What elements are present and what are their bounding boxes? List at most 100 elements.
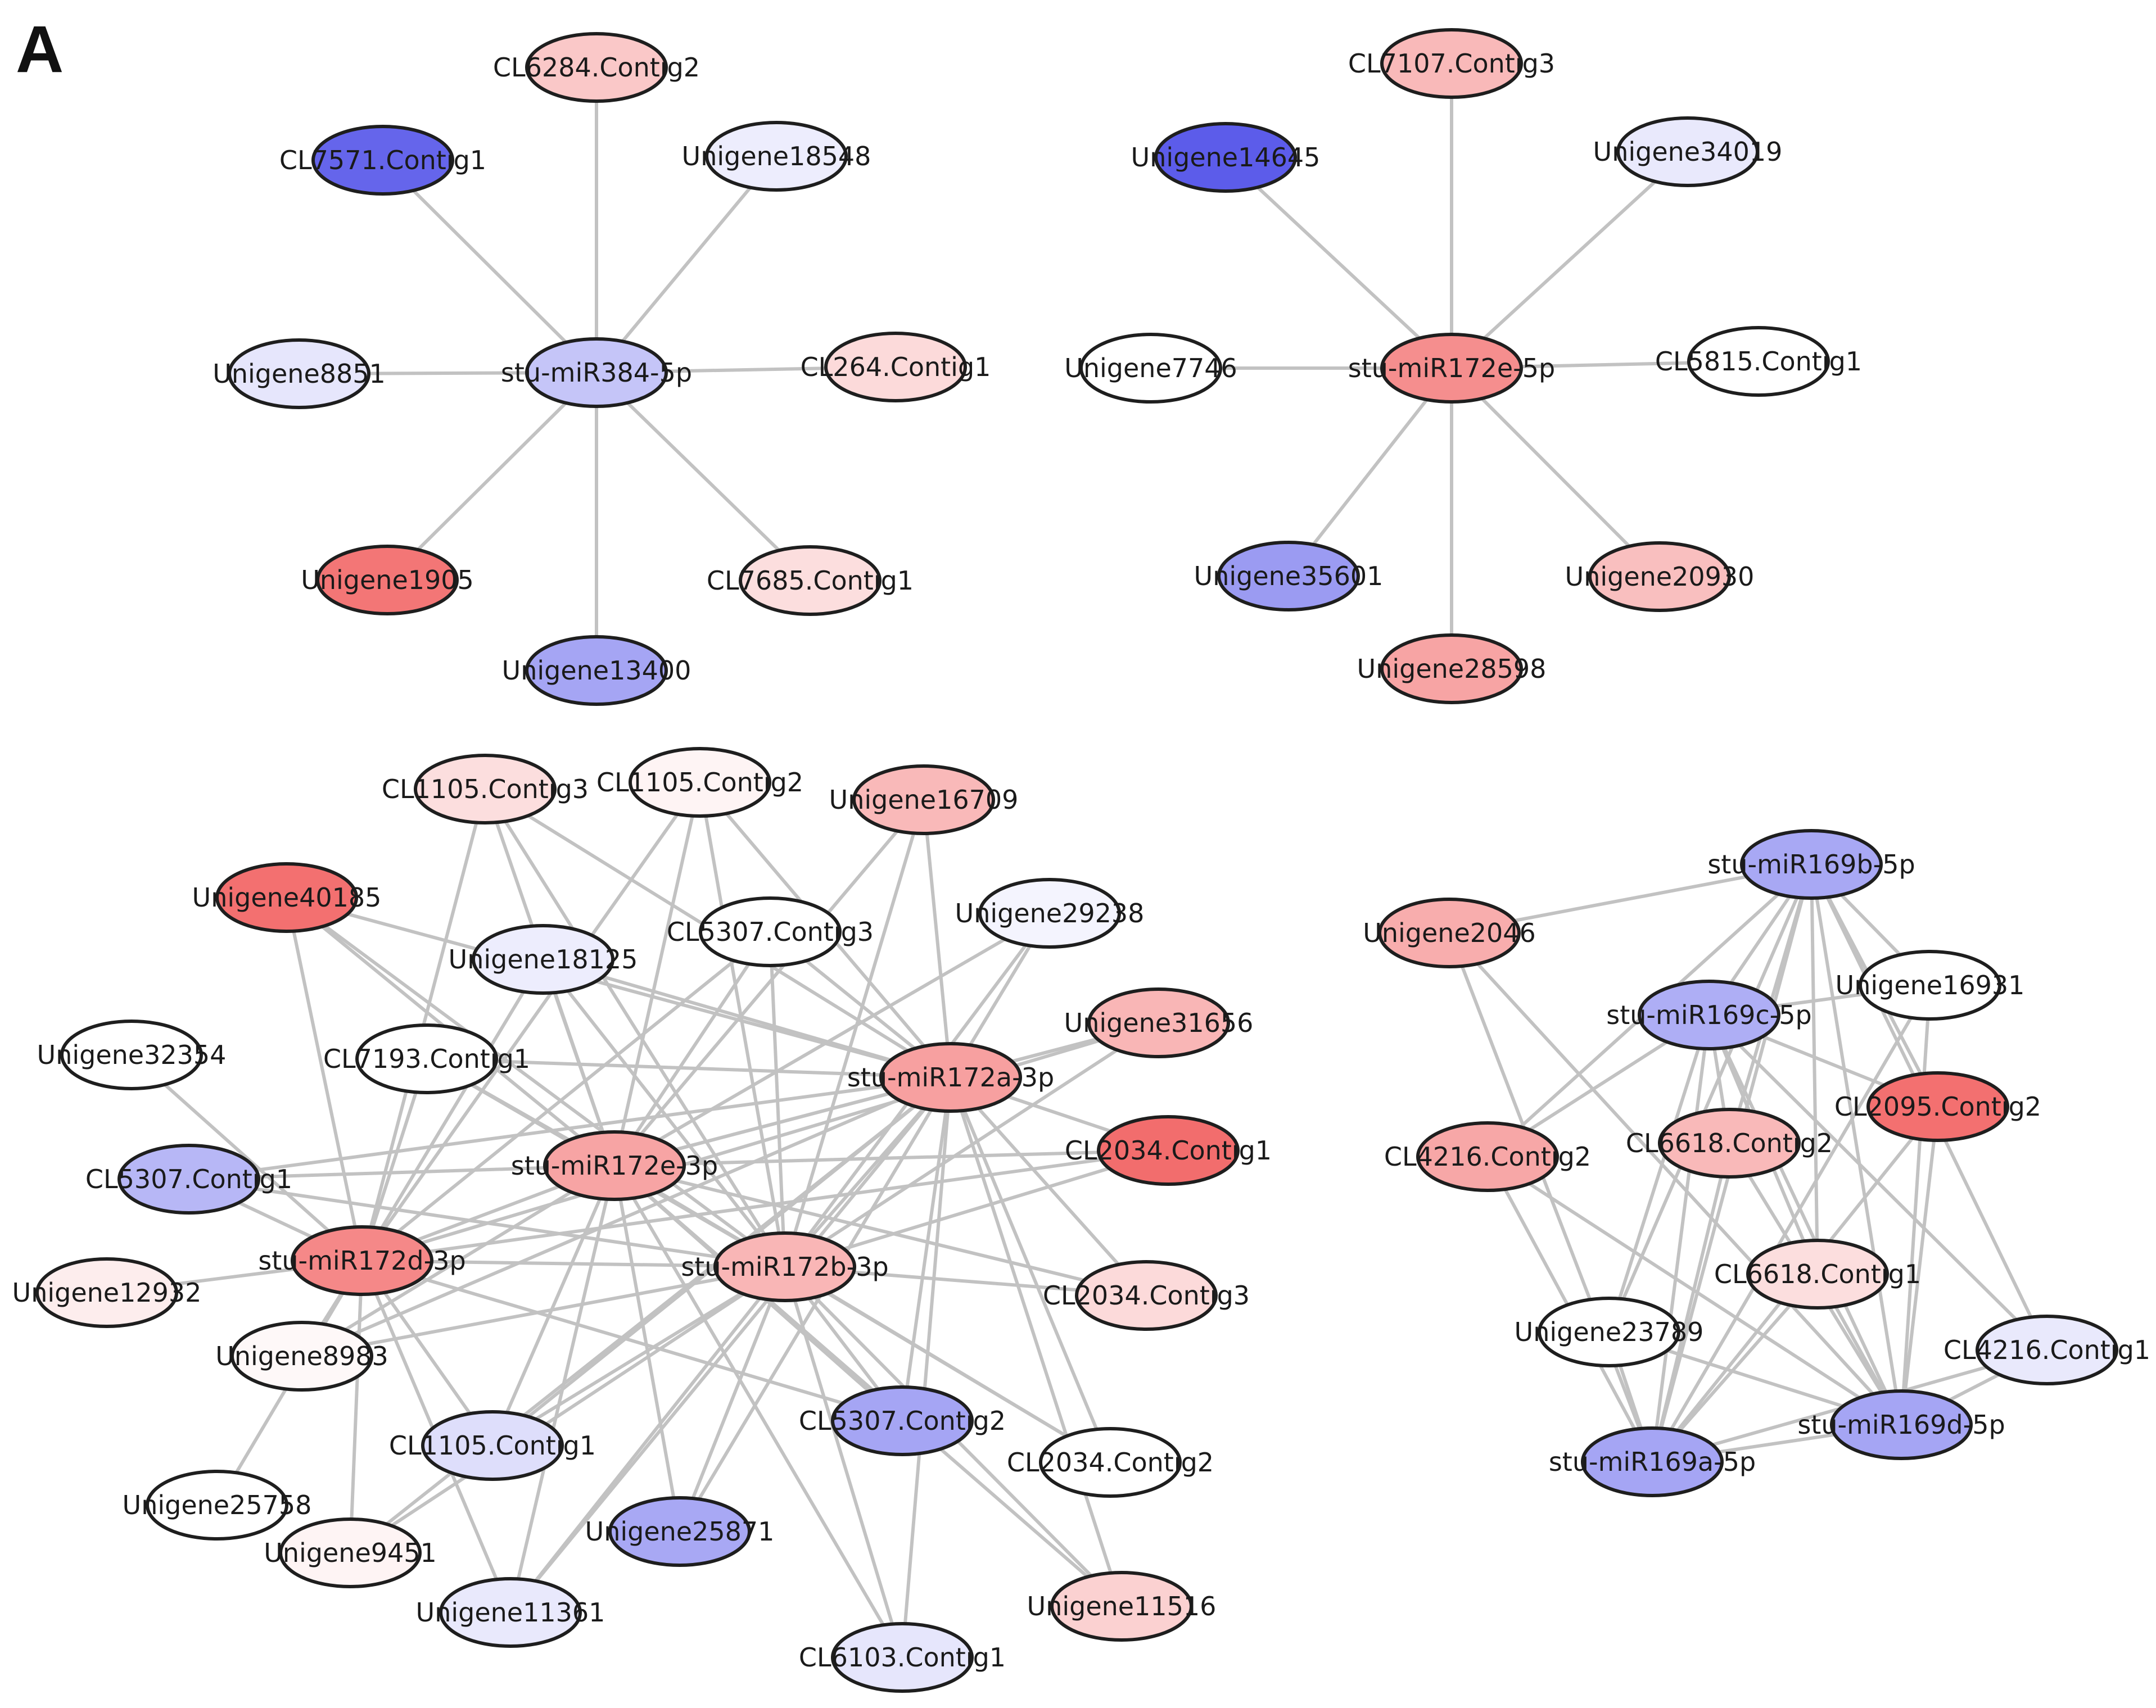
node-cl6618-contig2[interactable]: CL6618.Contig2 bbox=[1626, 1108, 1833, 1179]
node-ellipse[interactable] bbox=[316, 545, 459, 615]
node-ellipse[interactable] bbox=[1378, 898, 1521, 968]
node-ellipse[interactable] bbox=[1097, 1115, 1240, 1186]
node-stu-mir169b-5p[interactable]: stu-miR169b-5p bbox=[1707, 829, 1915, 900]
node-unigene35601[interactable]: Unigene35601 bbox=[1194, 541, 1384, 611]
node-unigene29238[interactable]: Unigene29238 bbox=[955, 878, 1145, 949]
node-stu-mir172d-3p[interactable]: stu-miR172d-3p bbox=[258, 1225, 466, 1296]
node-ellipse[interactable] bbox=[414, 754, 557, 824]
node-cl6618-contig1[interactable]: CL6618.Contig1 bbox=[1714, 1239, 1921, 1310]
node-unigene18125[interactable]: Unigene18125 bbox=[449, 924, 638, 995]
node-ellipse[interactable] bbox=[879, 1042, 1022, 1113]
node-ellipse[interactable] bbox=[852, 764, 995, 835]
node-unigene7746[interactable]: Unigene7746 bbox=[1064, 333, 1237, 404]
node-ellipse[interactable] bbox=[978, 878, 1121, 949]
node-unigene25758[interactable]: Unigene25758 bbox=[123, 1470, 312, 1541]
node-unigene12932[interactable]: Unigene12932 bbox=[12, 1257, 202, 1328]
node-cl6103-contig1[interactable]: CL6103.Contig1 bbox=[799, 1622, 1006, 1693]
node-ellipse[interactable] bbox=[1154, 122, 1297, 193]
node-ellipse[interactable] bbox=[1380, 28, 1523, 99]
node-ellipse[interactable] bbox=[1380, 333, 1523, 404]
node-cl1105-contig1[interactable]: CL1105.Contig1 bbox=[389, 1410, 596, 1481]
node-ellipse[interactable] bbox=[831, 1385, 974, 1456]
node-ellipse[interactable] bbox=[1416, 1121, 1559, 1192]
node-unigene16709[interactable]: Unigene16709 bbox=[829, 764, 1019, 835]
node-ellipse[interactable] bbox=[1746, 1239, 1889, 1310]
node-ellipse[interactable] bbox=[1581, 1426, 1724, 1497]
node-ellipse[interactable] bbox=[739, 545, 882, 616]
node-ellipse[interactable] bbox=[608, 1496, 751, 1567]
node-cl5307-contig1[interactable]: CL5307.Contig1 bbox=[85, 1144, 292, 1215]
node-unigene28598[interactable]: Unigene28598 bbox=[1357, 633, 1547, 704]
node-unigene11516[interactable]: Unigene11516 bbox=[1027, 1571, 1217, 1642]
node-ellipse[interactable] bbox=[824, 332, 967, 402]
node-ellipse[interactable] bbox=[1740, 829, 1883, 900]
node-unigene1905[interactable]: Unigene1905 bbox=[301, 545, 474, 615]
node-ellipse[interactable] bbox=[421, 1410, 564, 1481]
node-cl2034-contig3[interactable]: CL2034.Contig3 bbox=[1043, 1260, 1250, 1331]
node-ellipse[interactable] bbox=[1050, 1571, 1193, 1642]
node-unigene32354[interactable]: Unigene32354 bbox=[37, 1020, 227, 1090]
node-cl7107-contig3[interactable]: CL7107.Contig3 bbox=[1348, 28, 1555, 99]
node-stu-mir169c-5p[interactable]: stu-miR169c-5p bbox=[1606, 980, 1812, 1050]
node-unigene23789[interactable]: Unigene23789 bbox=[1515, 1297, 1704, 1367]
node-ellipse[interactable] bbox=[705, 121, 848, 192]
node-cl7193-contig1[interactable]: CL7193.Contig1 bbox=[323, 1023, 530, 1094]
node-ellipse[interactable] bbox=[543, 1130, 686, 1201]
node-stu-mir172b-3p[interactable]: stu-miR172b-3p bbox=[681, 1231, 889, 1302]
node-ellipse[interactable] bbox=[1588, 541, 1731, 612]
node-cl4216-contig1[interactable]: CL4216.Contig1 bbox=[1943, 1315, 2150, 1385]
node-ellipse[interactable] bbox=[1039, 1427, 1182, 1498]
node-ellipse[interactable] bbox=[713, 1231, 856, 1302]
node-ellipse[interactable] bbox=[355, 1023, 498, 1094]
node-ellipse[interactable] bbox=[1638, 980, 1780, 1050]
node-unigene13400[interactable]: Unigene13400 bbox=[502, 635, 691, 706]
node-ellipse[interactable] bbox=[311, 125, 454, 196]
node-ellipse[interactable] bbox=[1859, 950, 2001, 1021]
node-unigene40185[interactable]: Unigene40185 bbox=[192, 862, 382, 933]
node-ellipse[interactable] bbox=[60, 1020, 203, 1090]
node-ellipse[interactable] bbox=[230, 1321, 373, 1392]
node-cl5307-contig3[interactable]: CL5307.Contig3 bbox=[667, 896, 874, 967]
node-ellipse[interactable] bbox=[699, 896, 842, 967]
node-ellipse[interactable] bbox=[525, 32, 668, 103]
node-cl6284-contig2[interactable]: CL6284.Contig2 bbox=[493, 32, 700, 103]
node-ellipse[interactable] bbox=[117, 1144, 260, 1215]
node-cl2034-contig1[interactable]: CL2034.Contig1 bbox=[1065, 1115, 1272, 1186]
node-ellipse[interactable] bbox=[1079, 333, 1222, 404]
node-stu-mir172e-3p[interactable]: stu-miR172e-3p bbox=[511, 1130, 718, 1201]
node-ellipse[interactable] bbox=[228, 338, 370, 409]
node-ellipse[interactable] bbox=[1538, 1297, 1680, 1367]
node-ellipse[interactable] bbox=[472, 924, 614, 995]
node-ellipse[interactable] bbox=[1380, 633, 1523, 704]
node-ellipse[interactable] bbox=[146, 1470, 288, 1541]
node-stu-mir169a-5p[interactable]: stu-miR169a-5p bbox=[1549, 1426, 1756, 1497]
node-cl7571-contig1[interactable]: CL7571.Contig1 bbox=[279, 125, 486, 196]
node-ellipse[interactable] bbox=[1087, 987, 1230, 1058]
node-stu-mir172e-5p[interactable]: stu-miR172e-5p bbox=[1348, 333, 1555, 404]
node-ellipse[interactable] bbox=[1866, 1071, 2009, 1142]
node-unigene34019[interactable]: Unigene34019 bbox=[1593, 116, 1783, 187]
node-unigene8851[interactable]: Unigene8851 bbox=[213, 338, 386, 409]
node-unigene25871[interactable]: Unigene25871 bbox=[585, 1496, 775, 1567]
node-ellipse[interactable] bbox=[279, 1517, 422, 1588]
node-stu-mir172a-3p[interactable]: stu-miR172a-3p bbox=[847, 1042, 1054, 1113]
node-unigene16931[interactable]: Unigene16931 bbox=[1836, 950, 2025, 1021]
node-ellipse[interactable] bbox=[439, 1577, 582, 1648]
node-cl2095-contig2[interactable]: CL2095.Contig2 bbox=[1834, 1071, 2041, 1142]
node-ellipse[interactable] bbox=[1217, 541, 1360, 611]
node-ellipse[interactable] bbox=[525, 635, 668, 706]
node-cl264-contig1[interactable]: CL264.Contig1 bbox=[801, 332, 991, 402]
node-ellipse[interactable] bbox=[1658, 1108, 1801, 1179]
node-unigene20930[interactable]: Unigene20930 bbox=[1565, 541, 1755, 612]
node-ellipse[interactable] bbox=[525, 337, 668, 408]
node-ellipse[interactable] bbox=[1616, 116, 1759, 187]
node-cl2034-contig2[interactable]: CL2034.Contig2 bbox=[1007, 1427, 1214, 1498]
node-cl7685-contig1[interactable]: CL7685.Contig1 bbox=[707, 545, 914, 616]
node-cl5815-contig1[interactable]: CL5815.Contig1 bbox=[1655, 326, 1862, 397]
node-stu-mir169d-5p[interactable]: stu-miR169d-5p bbox=[1797, 1389, 2005, 1460]
node-cl1105-contig2[interactable]: CL1105.Contig2 bbox=[596, 747, 803, 818]
node-cl1105-contig3[interactable]: CL1105.Contig3 bbox=[382, 754, 589, 824]
node-unigene2046[interactable]: Unigene2046 bbox=[1363, 898, 1536, 968]
node-ellipse[interactable] bbox=[1976, 1315, 2118, 1385]
node-unigene31656[interactable]: Unigene31656 bbox=[1064, 987, 1254, 1058]
